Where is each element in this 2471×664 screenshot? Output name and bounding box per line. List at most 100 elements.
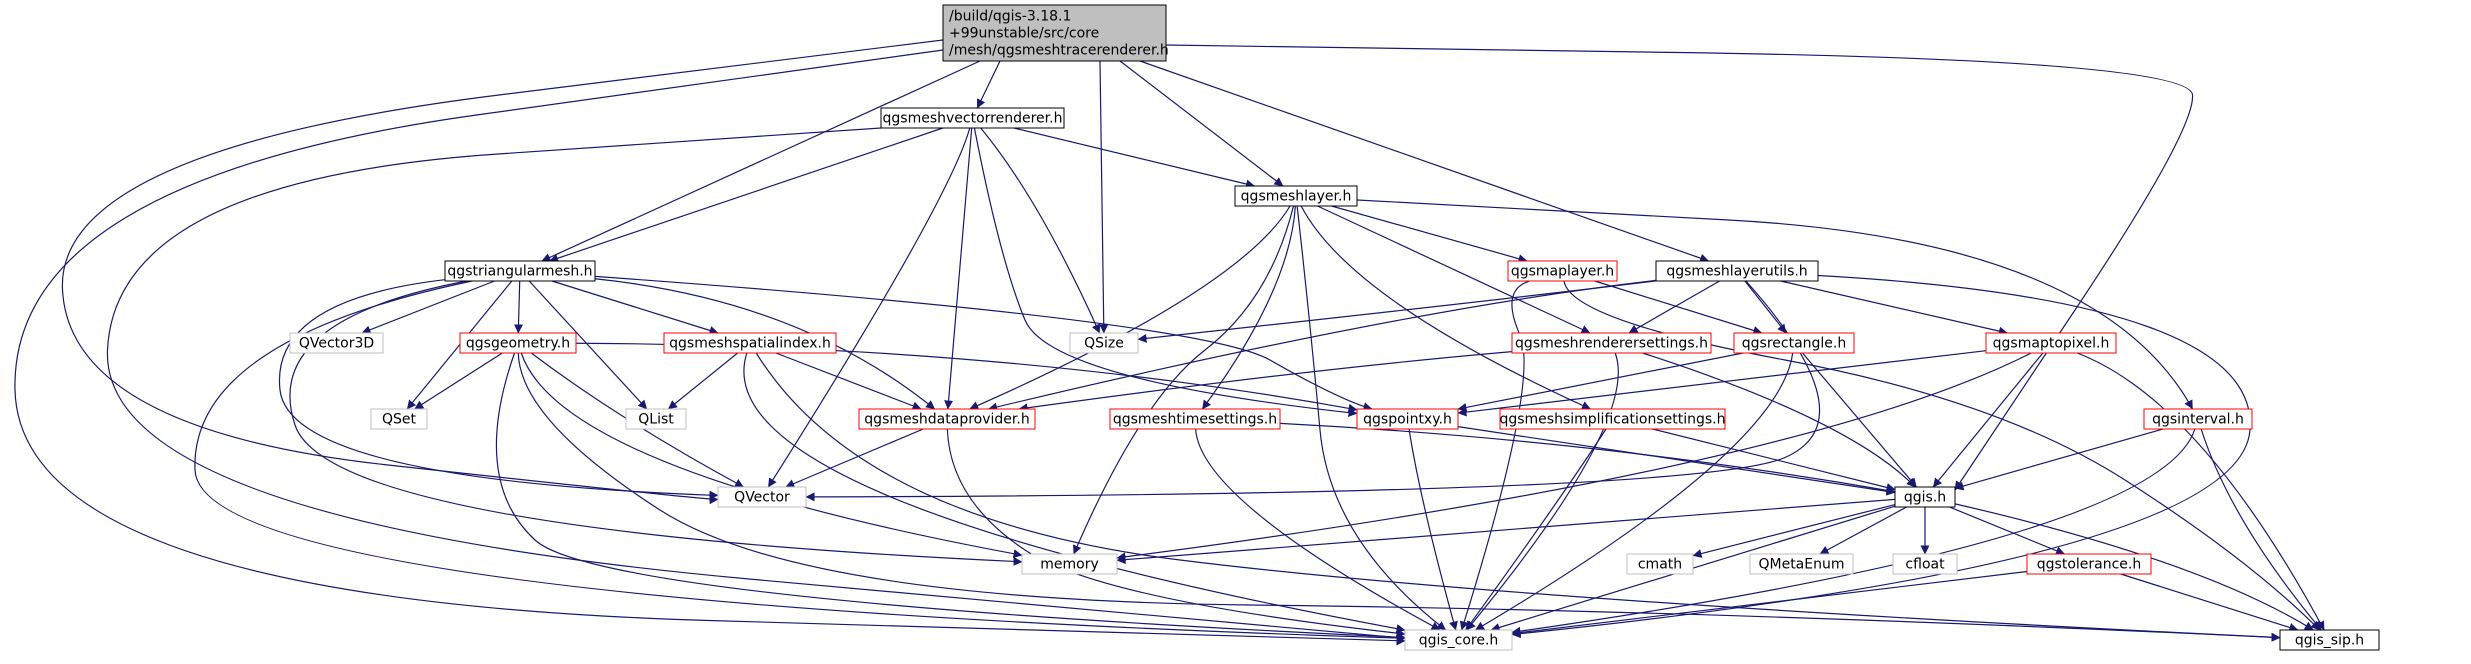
nodes-layer: /build/qgis-3.18.1+99unstable/src/core/m… [289,4,2380,651]
node-box [663,332,837,354]
node-core: qgis_core.h [1404,629,1513,651]
edge-layerutils-to-qvector [805,280,1820,502]
node-box [942,4,1167,62]
edge-vector-to-qsize [980,127,1101,334]
edge-rectangle-to-core [1475,352,1794,631]
edge-qgis-to-sip [1954,503,2314,631]
node-layer[interactable]: qgsmeshlayer.h [1234,185,1358,207]
edges-layer [14,39,2325,646]
edge-interval-to-qgis [1954,428,2164,491]
node-qgis[interactable]: qgis.h [1894,486,1956,508]
node-label: qgis.h [1904,490,1946,506]
node-label: qgsmeshtimesettings.h [1113,412,1277,428]
node-geometry[interactable]: qgsgeometry.h [459,332,577,354]
node-pointxy[interactable]: qgspointxy.h [1356,408,1459,430]
node-box [1749,553,1854,575]
edge-maptopixel-to-memory [1116,352,2032,562]
node-dataprovider[interactable]: qgsmeshdataprovider.h [858,408,1036,430]
node-renderersettings[interactable]: qgsmeshrenderersettings.h [1511,332,1712,354]
edge-vector-to-triangular [549,127,944,263]
node-box [1069,332,1139,354]
edge-spatialindex-to-sip [755,352,2281,642]
node-box [858,408,1036,430]
node-label: memory [1040,557,1099,573]
node-maplayer[interactable]: qgsmaplayer.h [1507,260,1618,282]
node-box [1892,553,1958,575]
node-sip[interactable]: qgis_sip.h [2279,629,2380,651]
node-label: qgsmaptopixel.h [1993,336,2110,352]
node-box [1499,408,1726,430]
node-label: qgsinterval.h [2152,412,2244,428]
edge-rectangle-to-qgis [1802,352,1917,488]
node-cfloat: cfloat [1892,553,1958,575]
edge-spatialindex-to-core [743,352,1406,633]
edge-layerutils-to-maptopixel [1780,280,2008,336]
edge-maplayer-to-rectangle [1594,280,1763,335]
node-triangular[interactable]: qgstriangularmesh.h [444,260,596,282]
node-box [2026,553,2152,575]
node-rectangle[interactable]: qgsrectangle.h [1733,332,1855,354]
edge-pointxy-to-core [1408,428,1458,631]
edge-renderersettings-to-dataprovider [1018,351,1513,413]
edge-tolerance-to-sip [2120,573,2299,632]
node-qlist: QList [625,408,687,430]
edge-triangular-to-dataprovider [594,278,936,410]
node-vector[interactable]: qgsmeshvectorrenderer.h [880,107,1065,129]
node-tolerance[interactable]: qgstolerance.h [2026,553,2152,575]
node-label: QVector [734,490,790,506]
node-qset: QSet [370,408,428,430]
node-box [444,260,596,282]
node-root[interactable]: /build/qgis-3.18.1+99unstable/src/core/m… [942,4,1169,62]
node-layerutils[interactable]: qgsmeshlayerutils.h [1655,260,1819,282]
edge-qgis-to-memory [1116,498,1896,565]
node-label: cfloat [1905,557,1945,573]
node-label: qgsmeshsimplificationsettings.h [1499,412,1725,428]
node-label: qgspointxy.h [1363,412,1452,428]
edge-root-to-layerutils [1139,60,1709,263]
edge-triangular-to-core [194,280,1406,643]
edge-layer-to-renderersettings [1317,205,1591,334]
node-box [1655,260,1819,282]
edge-qgis-to-cmath [1692,504,1896,558]
edge-spatialindex-to-dataprovider [775,352,922,411]
node-box [1356,408,1459,430]
edge-simplification-to-qgis [1652,428,1896,492]
node-interval[interactable]: qgsinterval.h [2143,408,2253,430]
node-spatialindex[interactable]: qgsmeshspatialindex.h [663,332,837,354]
node-label: qgstriangularmesh.h [447,264,592,280]
edge-root-to-qvector [61,39,944,505]
edge-root-to-vector [976,60,1001,109]
node-label: qgsmeshspatialindex.h [669,336,831,352]
edge-timesettings-to-core [1195,428,1441,631]
node-label: +99unstable/src/core [949,26,1099,42]
edge-simplification-to-core [1465,428,1607,631]
edge-vector-to-dataprovider [944,127,973,410]
edge-triangular-to-qlist [528,280,648,410]
edge-root-to-core [14,49,1406,646]
node-timesettings[interactable]: qgsmeshtimesettings.h [1109,408,1281,430]
node-box [625,408,687,430]
edge-layerutils-to-core [1511,274,2251,639]
node-label: qgis_core.h [1419,633,1499,649]
edge-geometry-to-sip [517,352,2281,642]
node-label: qgsmaplayer.h [1511,264,1614,280]
edge-root-to-triangular [541,60,981,262]
node-box [1894,486,1956,508]
edge-layerutils-to-dataprovider [988,279,1657,412]
node-maptopixel[interactable]: qgsmaptopixel.h [1985,332,2117,354]
node-simplification[interactable]: qgsmeshsimplificationsettings.h [1499,408,1726,430]
node-box [1626,553,1694,575]
node-label: QSet [382,412,417,428]
edge-geometry-to-qset [414,352,503,410]
node-box [459,332,577,354]
node-box [289,332,384,354]
edge-layer-to-core [1296,205,1447,631]
edge-renderersettings-to-qgis [1642,352,1916,488]
node-box [1507,260,1618,282]
node-box [1109,408,1281,430]
edge-renderersettings-to-core [1466,352,1619,631]
edge-maptopixel-to-qgis [1932,352,2044,488]
edge-maptopixel-to-pointxy [1457,350,1987,417]
edge-vector-to-core [106,127,1406,643]
